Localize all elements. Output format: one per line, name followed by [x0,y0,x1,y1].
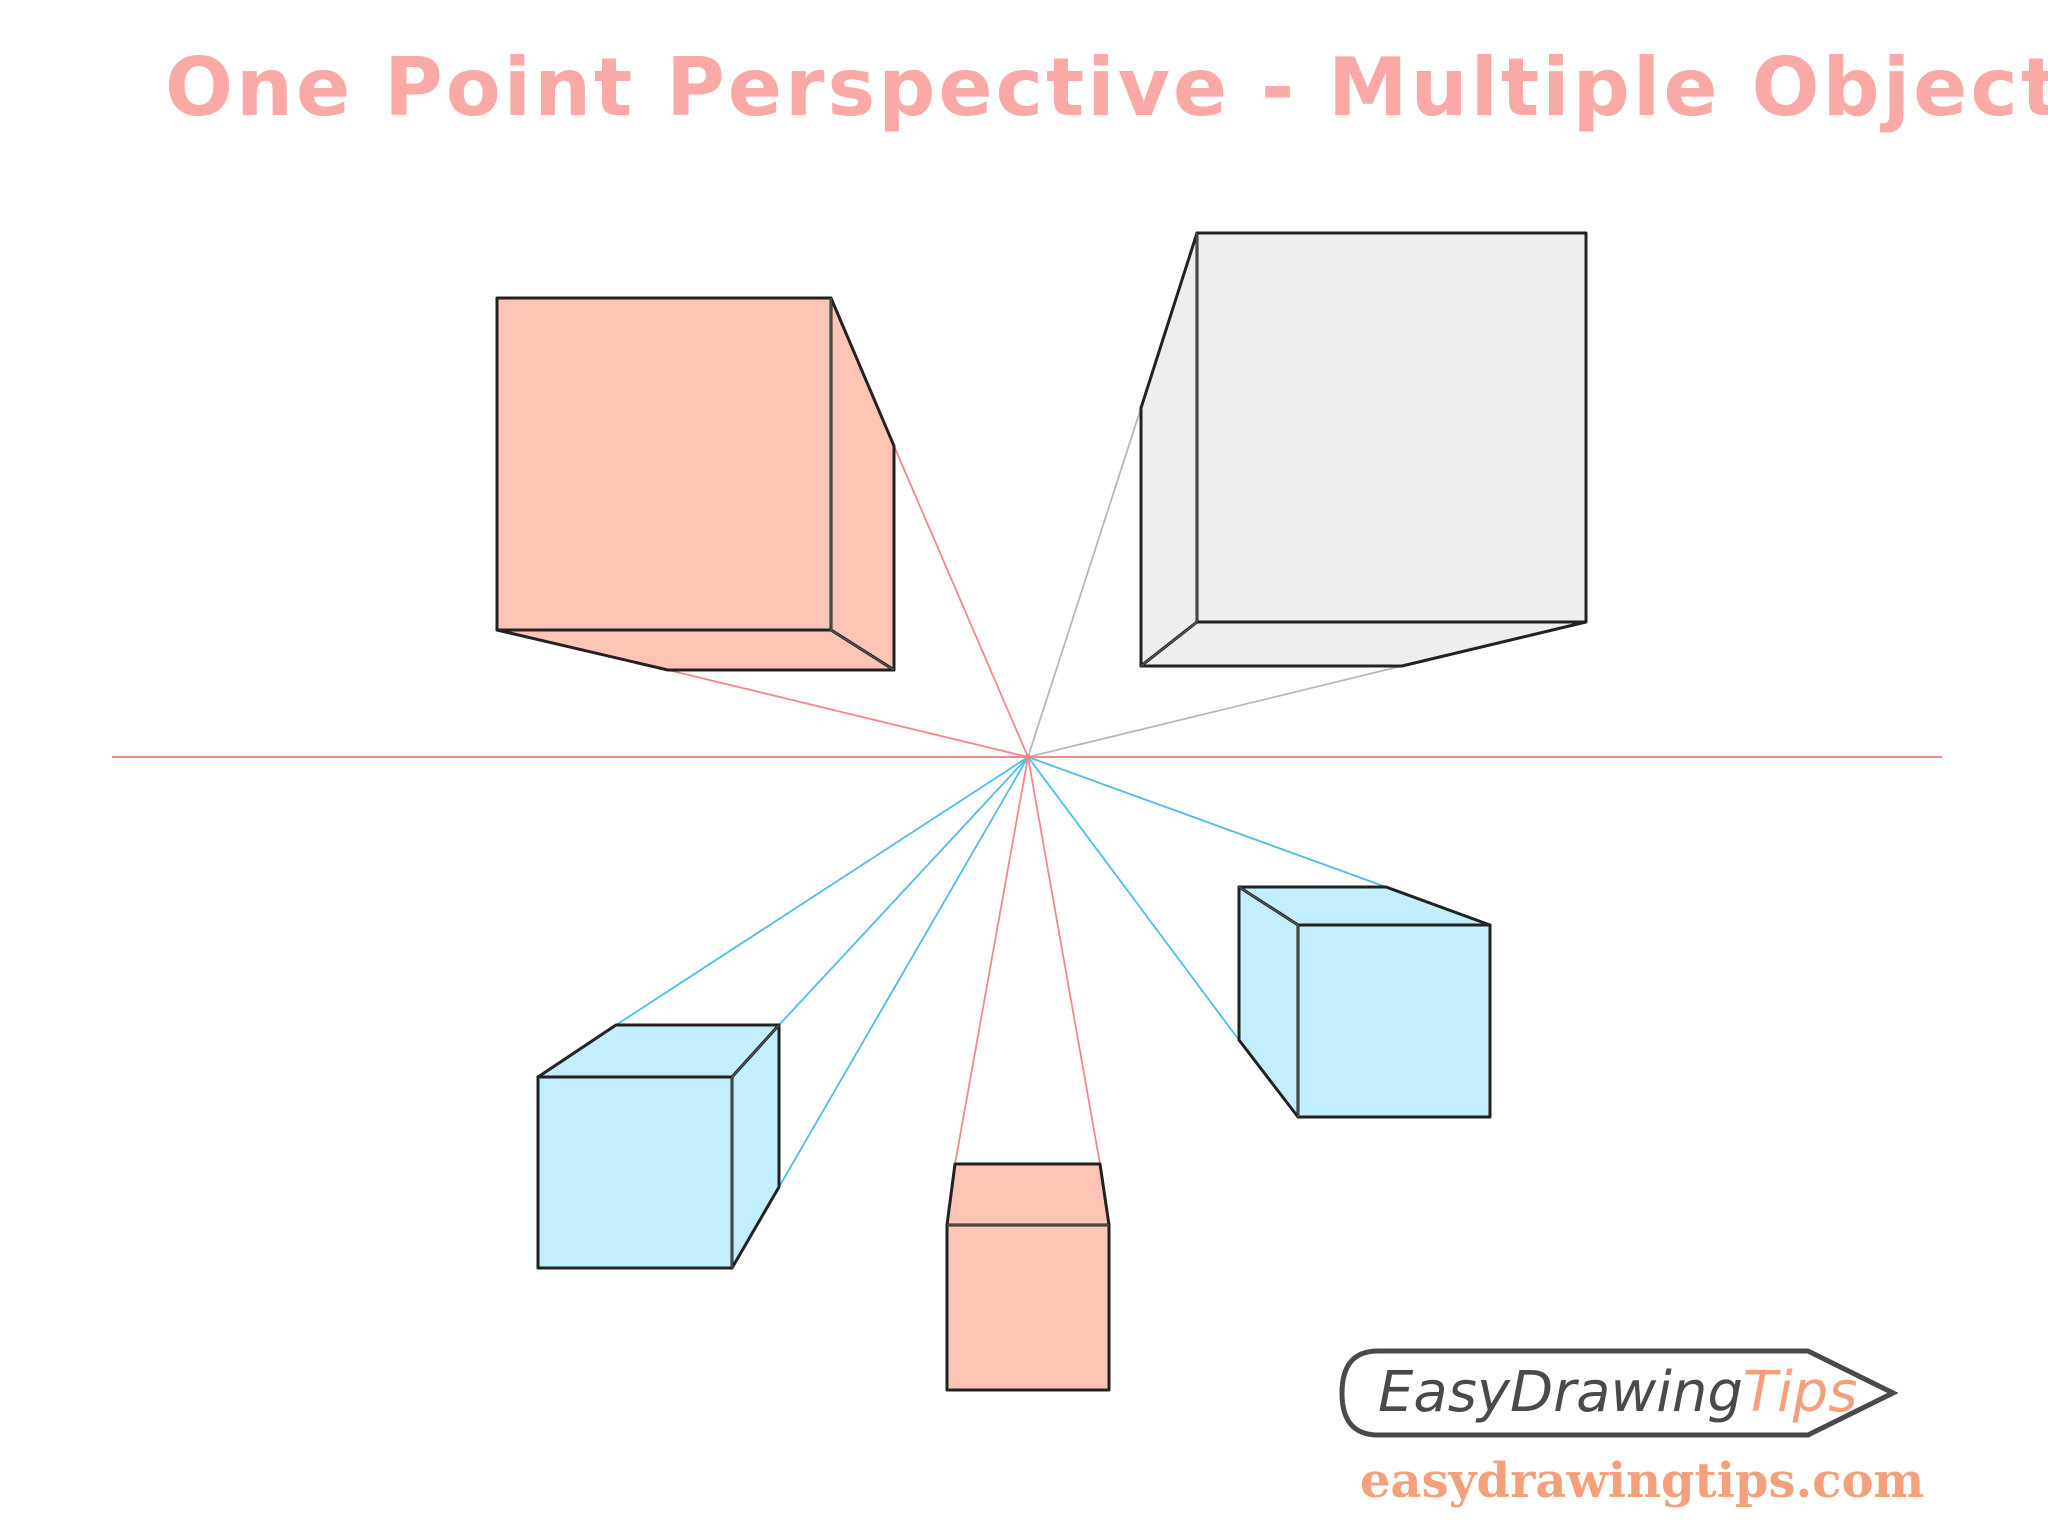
perspective-guide-lines [615,407,1403,1188]
box-bottom-center-top-face [945,1162,1111,1227]
brand-logo[interactable]: EasyDrawingTips easydrawingtips.com [1338,1345,1924,1525]
cube-bottom-right [1237,885,1492,1119]
cube-bottom-left-guide-line [778,756,1029,1026]
cube-top-right [1139,231,1588,668]
cube-bottom-left-guide-line [615,756,1029,1026]
brand-name-part2: Tips [1742,1360,1858,1425]
perspective-objects [495,231,1588,1392]
cube-top-left-front-face [495,296,833,632]
brand-url-link[interactable]: easydrawingtips.com [1360,1453,1925,1509]
cube-top-right-front-face [1195,231,1588,624]
cube-top-right-bottom-face [1139,620,1588,668]
box-bottom-center-guide-line [954,756,1029,1165]
cube-top-left [495,296,896,672]
cube-bottom-left [536,1023,781,1270]
cube-top-right-edge [1140,621,1198,667]
cube-bottom-left-guide-line [778,756,1029,1188]
pencil-badge-icon [1339,1348,1898,1438]
cube-top-left-edge [830,629,895,671]
brand-name-part1: EasyDrawing [1378,1360,1743,1425]
cube-top-left-guide-line [667,669,1029,758]
cube-top-right-side-face [1139,231,1199,668]
pencil-badge-outline [1339,1348,1898,1438]
cube-top-right-guide-line [1027,665,1403,758]
page-title: One Point Perspective - Multiple Objects [165,41,2048,134]
cube-bottom-right-side-face [1237,885,1300,1119]
vanishing-point [1025,754,1031,760]
box-bottom-center-front-face [945,1223,1111,1392]
box-bottom-center [945,1162,1111,1392]
cube-bottom-left-edge [731,1024,780,1078]
cube-top-left-side-face [829,296,896,672]
cube-bottom-right-edge [1238,886,1299,926]
cube-bottom-right-guide-line [1027,756,1240,1041]
cube-top-right-guide-line [1027,407,1142,758]
brand-name: EasyDrawingTips [1378,1359,1857,1426]
cube-bottom-right-guide-line [1027,756,1387,888]
cube-top-left-guide-line [893,445,1029,758]
cube-bottom-left-front-face [536,1075,734,1270]
cube-top-left-bottom-face [495,628,896,672]
pencil-tip [1849,1370,1898,1416]
box-bottom-center-guide-line [1027,756,1101,1165]
cube-bottom-right-front-face [1296,923,1492,1119]
